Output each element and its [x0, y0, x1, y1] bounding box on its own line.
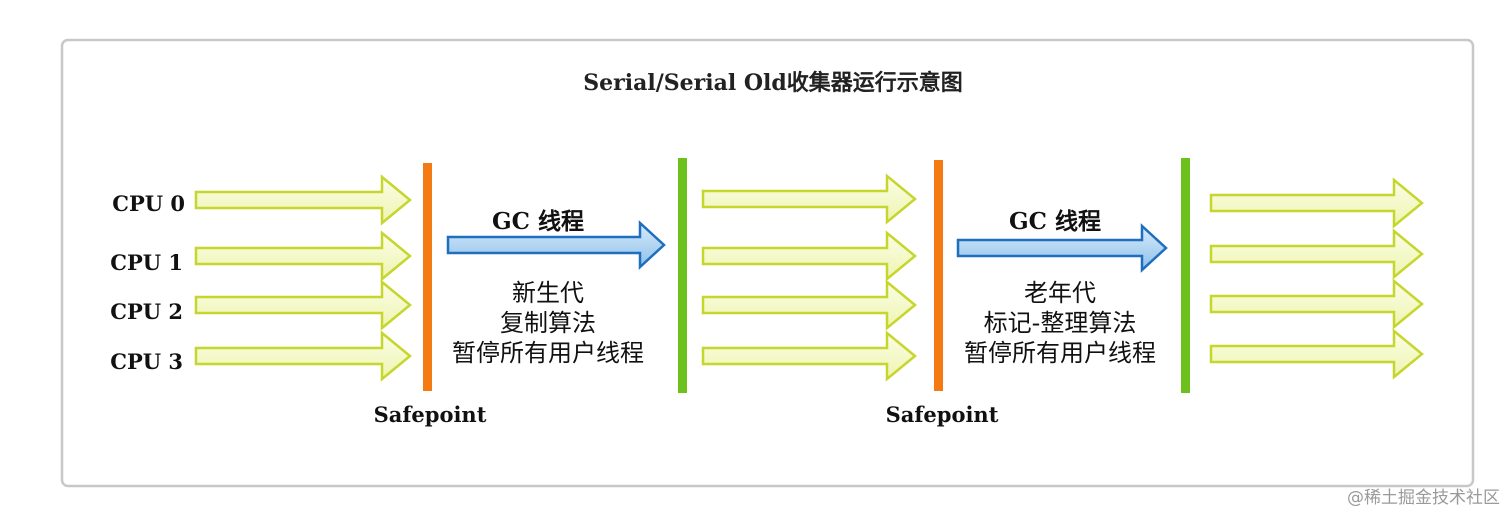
- cpu-thread-arrow: [701, 330, 917, 382]
- gc-thread-arrow: [446, 220, 666, 270]
- algorithm-label: 复制算法: [500, 309, 596, 337]
- gc-thread-arrow: [956, 223, 1168, 273]
- resume-bar: [1181, 158, 1190, 393]
- diagram-title: Serial/Serial Old收集器运行示意图: [583, 70, 963, 96]
- cpu-thread-arrow: [701, 173, 917, 225]
- safepoint-bar: [423, 163, 432, 391]
- safepoint-label: Safepoint: [886, 402, 999, 427]
- pause-label: 暂停所有用户线程: [964, 339, 1156, 367]
- cpu-thread-arrow: [194, 174, 412, 226]
- generation-label: 老年代: [1024, 279, 1096, 307]
- cpu-label: CPU 1: [110, 250, 183, 275]
- algorithm-label: 标记-整理算法: [984, 309, 1137, 337]
- safepoint-bar: [934, 160, 943, 391]
- cpu-thread-arrow: [1209, 228, 1424, 280]
- gc-thread-label: GC 线程: [1009, 208, 1101, 235]
- cpu-thread-arrow: [194, 279, 412, 331]
- generation-label: 新生代: [512, 279, 584, 307]
- cpu-thread-arrow: [194, 230, 412, 282]
- watermark: @稀土掘金技术社区: [1347, 488, 1500, 508]
- cpu-thread-arrow: [1209, 278, 1424, 330]
- safepoint-label: Safepoint: [374, 402, 487, 427]
- phase-old-gen: GC 线程 老年代 标记-整理算法 暂停所有用户线程 Safepoint: [886, 208, 1156, 427]
- cpu-thread-arrow: [1209, 328, 1424, 380]
- cpu-thread-arrow: [701, 230, 917, 282]
- cpu-label: CPU 3: [110, 349, 183, 374]
- pause-label: 暂停所有用户线程: [452, 339, 644, 367]
- resume-bar: [678, 158, 687, 393]
- gc-thread-label: GC 线程: [492, 208, 584, 235]
- cpu-thread-arrow: [194, 330, 412, 382]
- cpu-thread-arrow: [701, 279, 917, 331]
- cpu-label: CPU 2: [110, 299, 183, 324]
- gc-arrows: [446, 220, 1168, 273]
- cpu-arrows: [194, 173, 1424, 382]
- cpu-label: CPU 0: [112, 191, 185, 216]
- cpu-labels: CPU 0 CPU 1 CPU 2 CPU 3: [110, 191, 185, 374]
- phase-young-gen: GC 线程 新生代 复制算法 暂停所有用户线程 Safepoint: [374, 208, 644, 427]
- cpu-thread-arrow: [1209, 177, 1424, 229]
